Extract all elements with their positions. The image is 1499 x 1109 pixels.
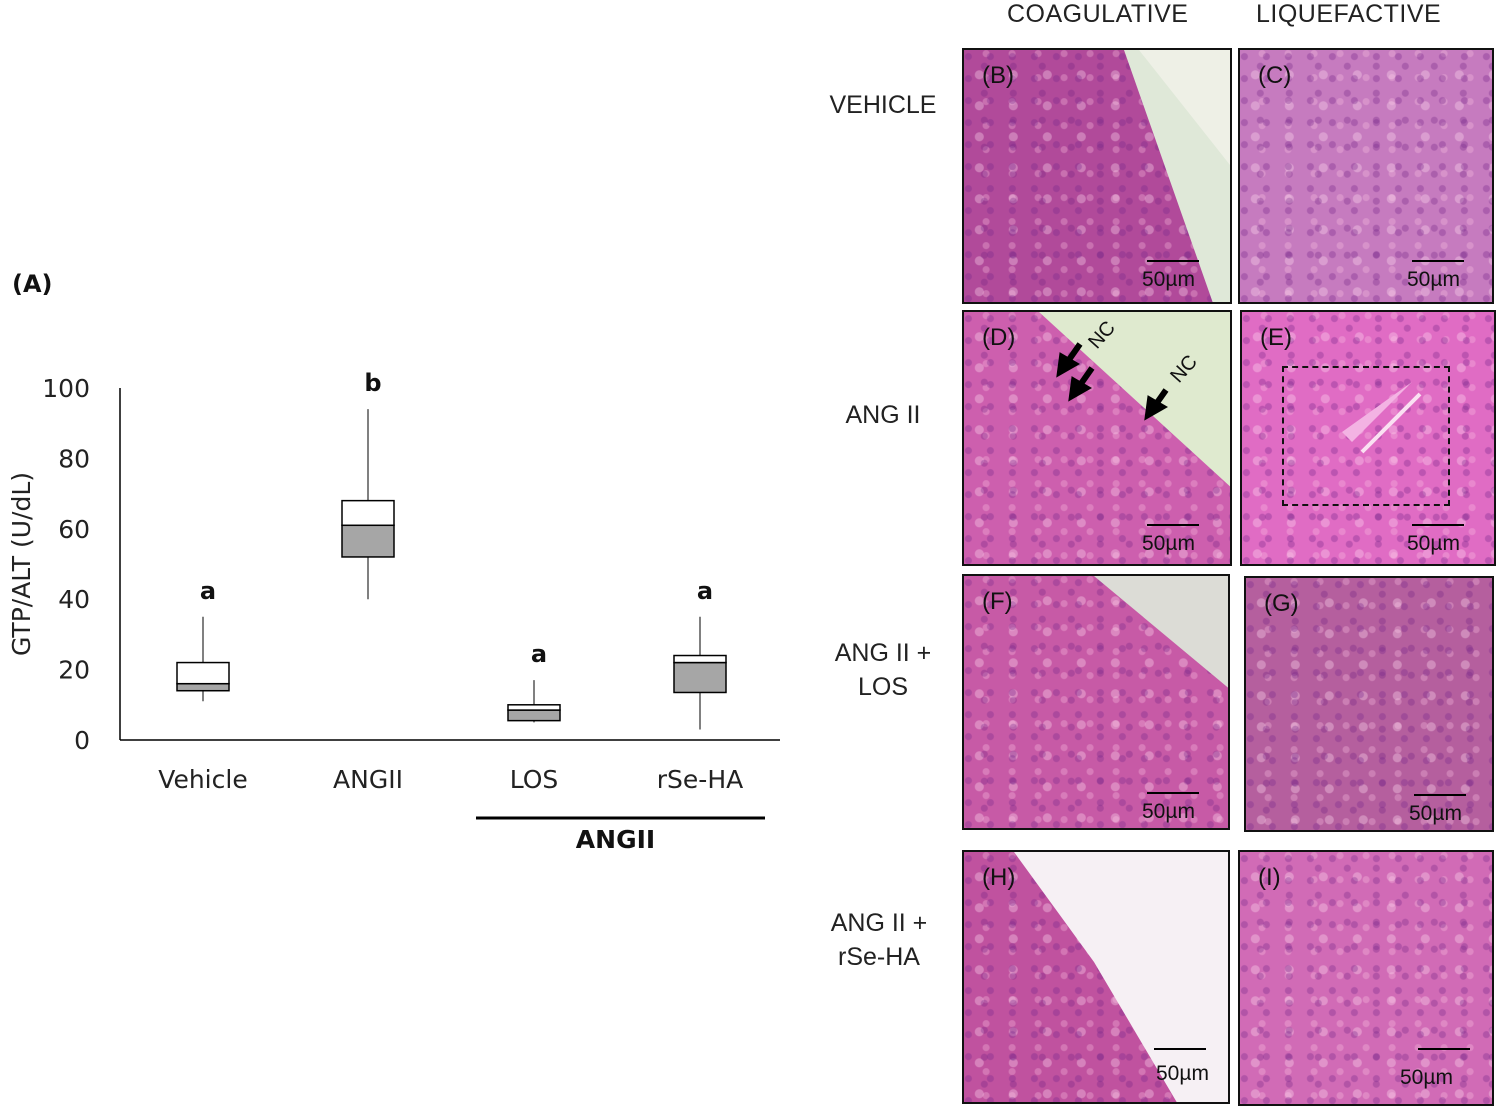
row-label-line: rSe-HA: [838, 943, 920, 971]
scale-bar: [1418, 1048, 1470, 1050]
scale-bar: [1154, 1048, 1206, 1050]
scale-bar: [1147, 792, 1199, 794]
vessel-area: [1342, 382, 1422, 454]
box-lower-half: [673, 661, 727, 694]
scale-label: 50µm: [1407, 268, 1460, 291]
y-tick-label: 40: [58, 585, 90, 614]
y-tick-label: 100: [42, 374, 90, 403]
tissue-texture: [1242, 312, 1494, 564]
box-lower-half: [176, 682, 230, 692]
box-lower-half: [341, 524, 395, 558]
box-upper-half: [673, 654, 727, 664]
micrograph-d: (D) NC NC 50µm: [962, 310, 1232, 566]
scale-label: 50µm: [1407, 532, 1460, 555]
y-tick-label: 60: [58, 515, 90, 544]
y-axis-label: GTP/ALT (U/dL): [7, 472, 36, 656]
box-lower-half: [507, 709, 561, 722]
row-label-line: ANG II +: [830, 909, 928, 937]
panel-letter-d: (D): [982, 324, 1016, 351]
clear-area: [1014, 852, 1228, 1102]
scale-bar: [1412, 260, 1464, 262]
scale-bar: [1414, 794, 1466, 796]
scale-label: 50µm: [1156, 1062, 1209, 1085]
panel-letter-g: (G): [1264, 590, 1299, 617]
tissue-texture: [1246, 578, 1492, 830]
scale-label: 50µm: [1409, 802, 1462, 825]
micrograph-b: (B) 50µm: [962, 48, 1232, 304]
group-label: ANGII: [576, 825, 655, 854]
scale-bar: [1147, 524, 1199, 526]
significance-letter: a: [697, 577, 713, 605]
row-label-line: LOS: [857, 673, 909, 701]
significance-letter: a: [200, 577, 216, 605]
x-tick-label: ANGII: [333, 765, 403, 794]
micrograph-c: (C) 50µm: [1238, 48, 1494, 304]
significance-letter: a: [531, 640, 547, 668]
scale-label: 50µm: [1142, 268, 1195, 291]
clear-area: [1124, 50, 1230, 302]
row-label-ang-ii: ANG II: [845, 401, 921, 429]
clear-area: [1039, 312, 1230, 487]
panel-a-label: (A): [12, 270, 53, 298]
row-label-line: ANG II +: [834, 639, 932, 667]
scale-label: 50µm: [1142, 532, 1195, 555]
micrograph-e: (E) 50µm: [1240, 310, 1496, 566]
y-tick-label: 0: [74, 726, 90, 755]
row-label-ang-ii-rse-ha: ANG II + rSe-HA: [816, 906, 942, 974]
arrow-icons: [1056, 342, 1169, 421]
micrograph-i: (I) 50µm: [1238, 850, 1494, 1106]
y-tick-label: 20: [58, 656, 90, 685]
clear-area: [1094, 576, 1228, 688]
column-header-liquefactive: LIQUEFACTIVE: [1256, 0, 1442, 28]
x-tick-label: LOS: [510, 765, 559, 794]
row-label-vehicle: VEHICLE: [829, 91, 937, 119]
y-tick-label: 80: [58, 444, 90, 473]
scale-label: 50µm: [1142, 800, 1195, 823]
region-of-interest-box: [1282, 366, 1450, 506]
scale-bar: [1412, 524, 1464, 526]
scale-bar: [1147, 260, 1199, 262]
box-upper-half: [507, 704, 561, 711]
panel-letter-e: (E): [1260, 324, 1292, 351]
box-upper-half: [176, 661, 230, 685]
box-upper-half: [341, 499, 395, 527]
tissue-texture: [1240, 852, 1492, 1104]
scale-label: 50µm: [1400, 1066, 1453, 1089]
micrograph-f: (F) 50µm: [962, 574, 1230, 830]
column-header-coagulative: COAGULATIVE: [1007, 0, 1189, 28]
panel-letter-c: (C): [1258, 62, 1292, 89]
panel-letter-i: (I): [1258, 864, 1281, 891]
micrograph-h: (H) 50µm: [962, 850, 1230, 1104]
x-tick-label: Vehicle: [158, 765, 247, 794]
panel-letter-f: (F): [982, 588, 1013, 615]
significance-letter: b: [364, 369, 381, 397]
x-tick-label: rSe-HA: [657, 765, 743, 794]
row-label-ang-ii-los: ANG II + LOS: [820, 636, 946, 704]
panel-letter-h: (H): [982, 864, 1016, 891]
micrograph-g: (G) 50µm: [1244, 576, 1494, 832]
panel-letter-b: (B): [982, 62, 1014, 89]
